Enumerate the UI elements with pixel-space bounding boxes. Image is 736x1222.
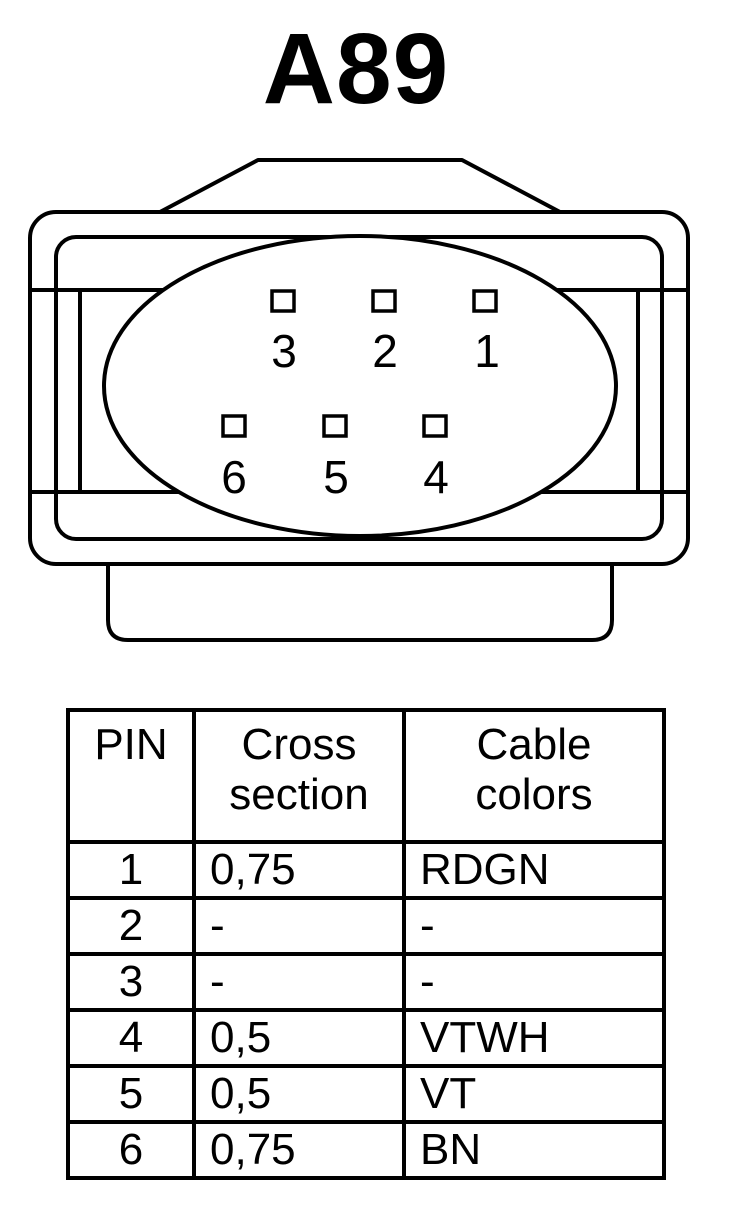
cell-pin: 2 bbox=[66, 896, 196, 956]
connector-title: A89 bbox=[262, 13, 450, 125]
connector-latch bbox=[159, 158, 561, 214]
table-row: 3 - - bbox=[66, 952, 666, 1012]
pin-label: 5 bbox=[323, 451, 349, 503]
cell-cross-section: 0,75 bbox=[192, 1120, 406, 1180]
pin-label: 3 bbox=[271, 325, 297, 377]
pin-label: 2 bbox=[372, 325, 398, 377]
connector-bottom-tab bbox=[106, 564, 614, 642]
cell-cable-color: BN bbox=[402, 1120, 666, 1180]
pin-label: 4 bbox=[423, 451, 449, 503]
connector-housing-outer bbox=[28, 210, 690, 566]
table-row: 4 0,5 VTWH bbox=[66, 1008, 666, 1068]
cell-cross-section: - bbox=[192, 896, 406, 956]
cell-cable-color: - bbox=[402, 896, 666, 956]
cell-cross-section: - bbox=[192, 952, 406, 1012]
cell-cross-section: 0,75 bbox=[192, 840, 406, 900]
pin-3-contact bbox=[270, 289, 296, 313]
table-row: 2 - - bbox=[66, 896, 666, 956]
cell-cable-color: VTWH bbox=[402, 1008, 666, 1068]
cell-cross-section: 0,5 bbox=[192, 1008, 406, 1068]
pin-label: 1 bbox=[474, 325, 500, 377]
connector-diagram: 3 2 1 6 5 4 bbox=[28, 158, 690, 642]
pin-6-contact bbox=[221, 414, 247, 438]
pin-1-contact bbox=[472, 289, 498, 313]
pin-5-contact bbox=[322, 414, 348, 438]
cell-pin: 1 bbox=[66, 840, 196, 900]
header-pin: PIN bbox=[66, 708, 196, 844]
cell-cable-color: - bbox=[402, 952, 666, 1012]
cell-cable-color: VT bbox=[402, 1064, 666, 1124]
pin-2-contact bbox=[371, 289, 397, 313]
pin-label: 6 bbox=[221, 451, 247, 503]
table-row: 1 0,75 RDGN bbox=[66, 840, 666, 900]
pin-4-contact bbox=[422, 414, 448, 438]
table-row: 6 0,75 BN bbox=[66, 1120, 666, 1180]
connector-pin-face bbox=[102, 234, 618, 538]
cell-pin: 5 bbox=[66, 1064, 196, 1124]
cell-pin: 4 bbox=[66, 1008, 196, 1068]
table-row: 5 0,5 VT bbox=[66, 1064, 666, 1124]
cell-pin: 3 bbox=[66, 952, 196, 1012]
cell-pin: 6 bbox=[66, 1120, 196, 1180]
cell-cross-section: 0,5 bbox=[192, 1064, 406, 1124]
cell-cable-color: RDGN bbox=[402, 840, 666, 900]
